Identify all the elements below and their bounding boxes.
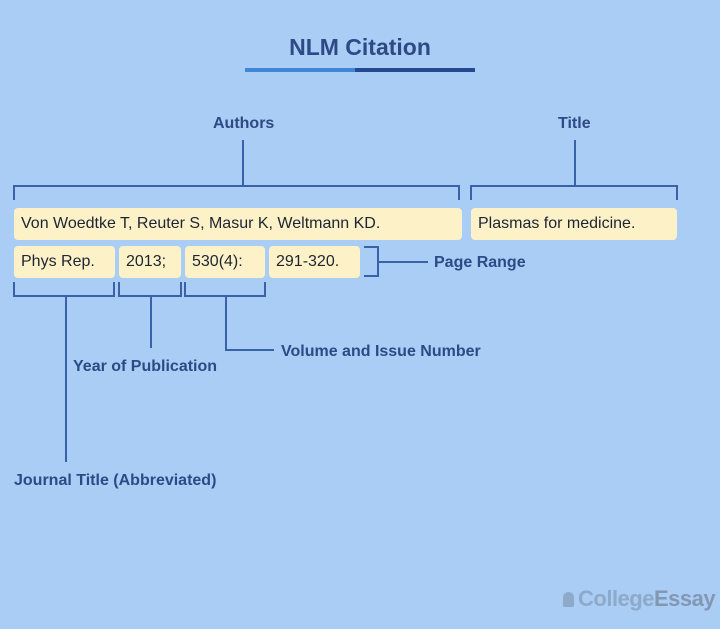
authors-bracket <box>13 185 460 200</box>
label-volume-issue: Volume and Issue Number <box>281 343 481 360</box>
logo-text-essay: Essay <box>653 586 716 611</box>
journal-bracket <box>13 282 115 297</box>
label-title: Title <box>558 115 591 132</box>
logo-text-college: College <box>578 586 654 611</box>
collegeessay-logo: CollegeEssay <box>563 586 716 612</box>
volume-connector <box>225 296 274 351</box>
citation-year: 2013; <box>119 246 181 278</box>
label-year: Year of Publication <box>73 358 218 375</box>
title-underline-left <box>245 68 355 72</box>
pen-nib-icon <box>563 592 574 607</box>
citation-authors: Von Woedtke T, Reuter S, Masur K, Weltma… <box>14 208 462 240</box>
label-journal: Journal Title (Abbreviated) <box>14 472 217 489</box>
label-page-range: Page Range <box>434 254 526 271</box>
page-range-bracket <box>364 246 379 277</box>
title-underline-right <box>355 68 475 72</box>
citation-journal: Phys Rep. <box>14 246 115 278</box>
label-authors: Authors <box>213 115 275 132</box>
diagram-title: NLM Citation <box>289 34 431 60</box>
year-bracket <box>118 282 182 297</box>
citation-volume-issue: 530(4): <box>185 246 265 278</box>
title-bracket <box>470 185 678 200</box>
citation-title: Plasmas for medicine. <box>471 208 677 240</box>
volume-bracket <box>184 282 266 297</box>
citation-pages: 291-320. <box>269 246 360 278</box>
